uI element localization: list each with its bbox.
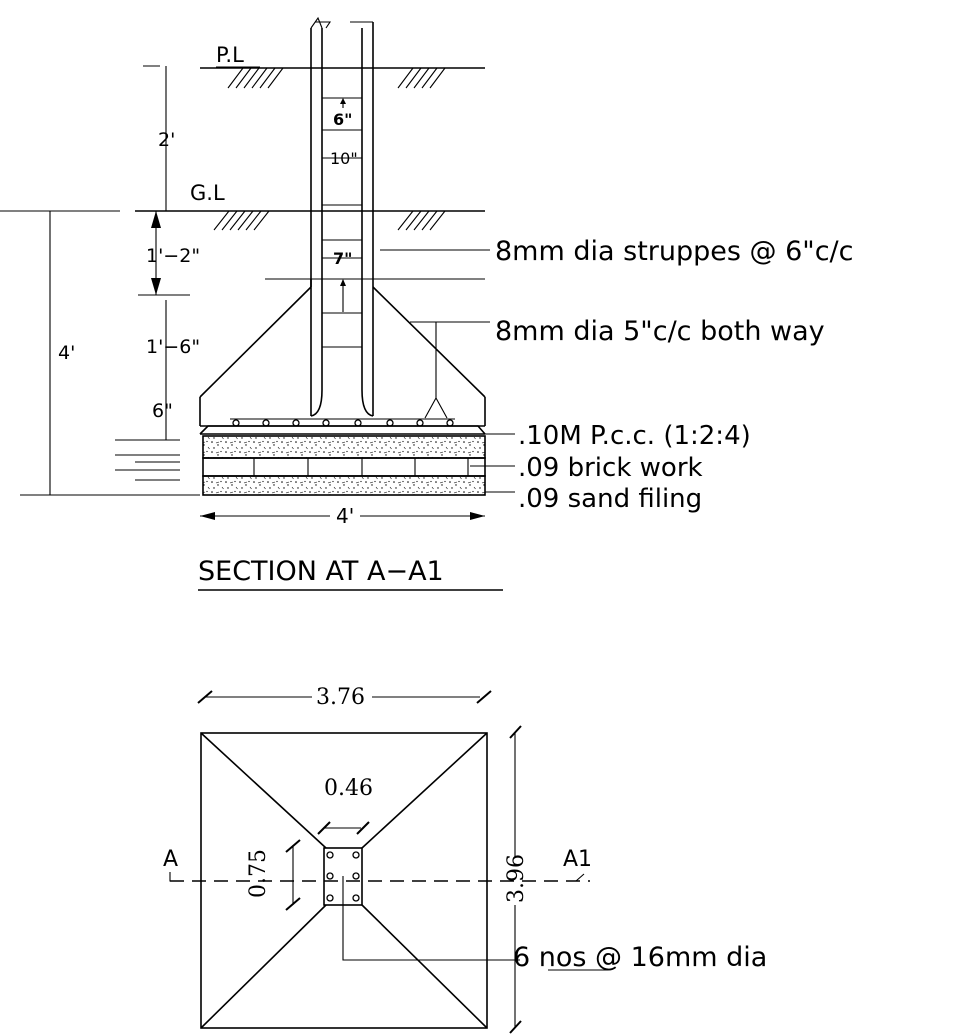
plan-075-label: 0.75 xyxy=(246,849,271,898)
note-stirrups: 8mm dia struppes @ 6"c/c xyxy=(495,236,854,267)
leader-lines xyxy=(380,249,515,493)
note-bothway: 8mm dia 5"c/c both way xyxy=(495,316,825,347)
dim-1ft2-label: 1'−2" xyxy=(146,245,200,267)
ground-level-line xyxy=(135,210,485,231)
note-bars: 6 nos @ 16mm dia xyxy=(513,942,767,973)
plan-column-width-label: 0.46 xyxy=(324,776,373,801)
dim-4ft-left-label: 4' xyxy=(58,342,75,364)
ground-level-label: G.L xyxy=(190,181,225,205)
plan-view: 3.76 0.46 0.75 3.96 A A1 6 nos @ 16mm di… xyxy=(163,685,767,1034)
section-mark-a1: A1 xyxy=(563,847,592,872)
dim-2ft-label: 2' xyxy=(158,129,175,151)
dim-6in-col-label: 6" xyxy=(333,110,352,129)
note-brick: .09 brick work xyxy=(518,453,703,483)
column-dimensions xyxy=(322,98,362,312)
footing-outline xyxy=(199,279,486,435)
plan-height-label: 3.96 xyxy=(504,854,529,903)
column xyxy=(310,16,374,417)
footing-width-dimension xyxy=(200,512,485,520)
plinth-level-line xyxy=(200,67,485,89)
dim-4ft-bottom-label: 4' xyxy=(336,504,354,528)
section-mark-a: A xyxy=(163,847,178,872)
plan-width-label: 3.76 xyxy=(316,685,365,710)
plan-width-dimension xyxy=(197,690,492,704)
bars-leader-line xyxy=(342,876,520,961)
pcc-layer xyxy=(202,435,486,459)
vertical-dimensions xyxy=(0,65,200,496)
plan-075-dimension xyxy=(285,839,301,911)
sand-layer xyxy=(202,475,486,496)
note-sand: .09 sand filing xyxy=(518,484,702,514)
dim-10in-label: 10" xyxy=(330,149,358,168)
bottom-bars xyxy=(232,419,454,427)
brick-layer xyxy=(202,457,486,477)
column-bars xyxy=(326,851,360,902)
section-title: SECTION AT A−A1 xyxy=(198,556,444,587)
section-view: P.L G.L 2' 1'−2" 1'−6" 6" 4' 6" 10" 7" 4… xyxy=(0,16,854,591)
dim-6in-left-label: 6" xyxy=(152,400,173,422)
dim-1ft6-label: 1'−6" xyxy=(146,336,200,358)
plinth-level-label: P.L xyxy=(216,43,244,67)
plan-column-dimension xyxy=(317,821,370,835)
dim-7in-label: 7" xyxy=(333,249,352,268)
note-pcc: .10M P.c.c. (1:2:4) xyxy=(518,421,751,451)
plan-height-dimension xyxy=(509,725,522,1034)
